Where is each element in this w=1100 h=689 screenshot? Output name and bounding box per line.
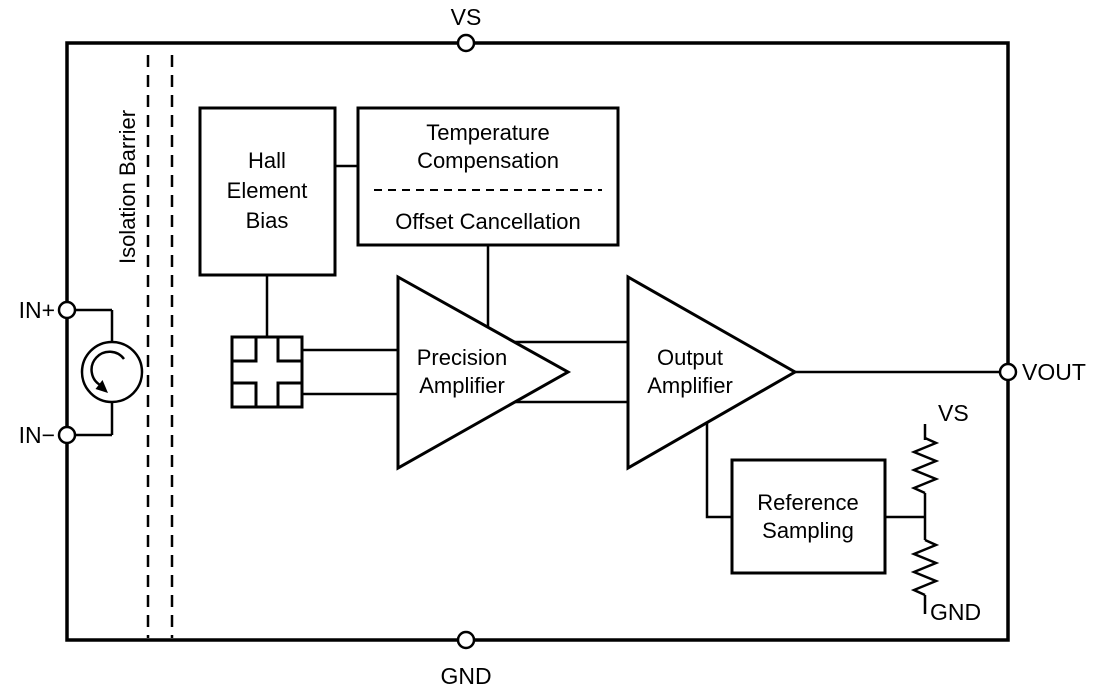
hall-element-bias-block	[198, 106, 337, 277]
hall-bias-label-line3: Bias	[246, 208, 289, 233]
output-amp-label-line2: Amplifier	[647, 373, 733, 398]
precision-amp-label-line2: Amplifier	[419, 373, 505, 398]
precision-amp-label-line1: Precision	[417, 345, 507, 370]
ref-sampling-label-line1: Reference	[757, 490, 859, 515]
output-amp-label-line1: Output	[657, 345, 723, 370]
ref-sampling-label-line2: Sampling	[762, 518, 854, 543]
divider-gnd-label: GND	[930, 599, 981, 625]
gnd-bottom-label: GND	[440, 663, 491, 689]
vs-top-label: VS	[451, 4, 482, 30]
hall-bias-label-line2: Element	[227, 178, 308, 203]
tempcomp-label-line2: Compensation	[417, 148, 559, 173]
in-minus-terminal	[57, 425, 77, 445]
offset-cancellation-label: Offset Cancellation	[395, 209, 580, 234]
isolation-barrier-label: Isolation Barrier	[115, 110, 140, 264]
reference-sampling-block	[730, 458, 887, 575]
tempcomp-label-line1: Temperature	[426, 120, 550, 145]
vout-terminal	[998, 362, 1018, 382]
wire-output-to-refsampling	[705, 400, 732, 519]
divider-vs-label: VS	[938, 400, 969, 426]
resistor-bottom	[910, 538, 940, 597]
hall-element-cross-icon	[230, 335, 304, 409]
in-plus-terminal	[57, 300, 77, 320]
chip-boundary	[65, 41, 1010, 642]
precision-amplifier-symbol	[396, 274, 572, 471]
vs-terminal	[456, 33, 476, 53]
current-loop-arrowhead-icon	[95, 380, 108, 393]
vout-label: VOUT	[1022, 359, 1086, 385]
output-amplifier-symbol	[626, 274, 799, 471]
current-loop-arc	[90, 350, 126, 387]
in-minus-label: IN−	[19, 422, 55, 448]
resistor-top	[910, 436, 940, 495]
hall-bias-label-line1: Hall	[248, 148, 286, 173]
gnd-terminal	[456, 630, 476, 650]
temperature-compensation-block	[356, 106, 620, 247]
in-plus-label: IN+	[19, 297, 55, 323]
